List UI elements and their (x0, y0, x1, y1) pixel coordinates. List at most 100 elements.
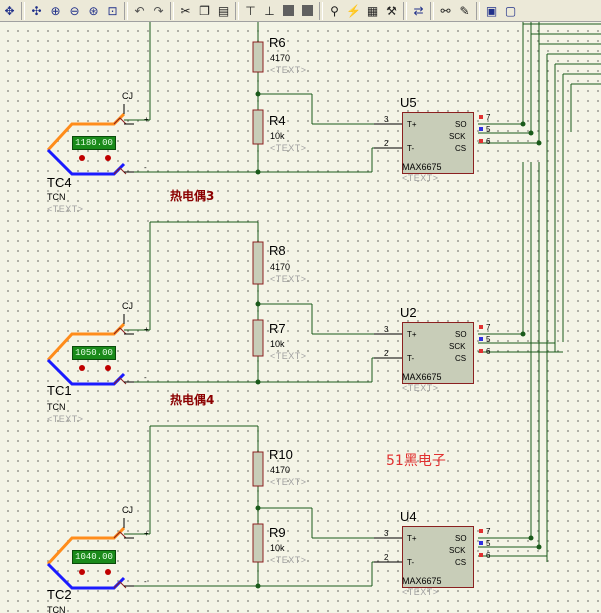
thermocouple-tc2-symbol[interactable] (46, 518, 134, 590)
thermocouple-type: TCN (47, 192, 66, 202)
pin-so: SO (455, 534, 467, 543)
resistor-ref: R4 (269, 113, 286, 128)
zoom-area-icon[interactable]: ⊡ (107, 3, 118, 18)
toolbar-separator (476, 1, 480, 20)
cut-icon[interactable]: ✂ (180, 3, 191, 18)
pin-number: 3 (384, 115, 389, 124)
resistor-value: 4170 (270, 262, 291, 272)
section-title: 热电偶3 (170, 189, 215, 203)
wire-autorouter-icon[interactable]: ⇄ (413, 3, 424, 18)
thermocouple-ref: TC4 (47, 175, 72, 190)
pin-number: 2 (384, 349, 389, 358)
temperature-display: 1050.00 (72, 346, 116, 360)
junction-dot (255, 583, 261, 589)
pin-number: 6 (486, 551, 491, 560)
zoom-out-icon[interactable]: ⊖ (69, 3, 80, 18)
thermocouple-tc4-symbol[interactable] (46, 104, 134, 176)
search-tag-icon[interactable]: ⚯ (440, 3, 451, 18)
junction-dot (536, 140, 542, 146)
thermocouple-type: TCN (47, 605, 66, 613)
toolbar-separator (235, 1, 239, 20)
resistor-body-r10[interactable] (252, 451, 264, 487)
pan-icon[interactable]: ✣ (31, 3, 42, 18)
toolbar: ✥ ✣ ⊕ ⊖ ⊛ ⊡ ↶ ↷ ✂ ❐ ▤ ⊤ ⊥ ⚲ ⚡ ▦ ⚒ ⇄ ⚯ ✎ … (0, 0, 601, 22)
pin-number: 7 (486, 323, 491, 332)
thermocouple-tc1-symbol[interactable] (46, 314, 134, 386)
junction-dot (255, 505, 261, 511)
pin-number: 3 (384, 529, 389, 538)
resistor-body-r7[interactable] (252, 319, 264, 357)
plus-pin-label: + (144, 529, 149, 538)
chip-ref: U4 (400, 509, 417, 524)
junction-dot (520, 331, 526, 337)
remove-sheet-icon[interactable]: ▢ (504, 3, 517, 18)
toolbar-separator (124, 1, 128, 20)
block-rotate-icon[interactable] (280, 2, 297, 20)
pin-tminus: T- (407, 144, 415, 153)
pin-so: SO (455, 330, 467, 339)
junction-dot (255, 301, 261, 307)
redo-icon[interactable]: ↷ (153, 3, 164, 18)
chip-body-u2[interactable]: T+ T- SO SCK CS (402, 322, 474, 384)
block-delete-icon[interactable] (299, 2, 316, 20)
copy-icon[interactable]: ❐ (199, 3, 210, 18)
zoom-all-icon[interactable]: ⊛ (88, 3, 99, 18)
section-title: 热电偶4 (170, 393, 215, 407)
toolbar-separator (170, 1, 174, 20)
chip-text: <TEXT> (402, 587, 439, 597)
new-sheet-icon[interactable]: ▣ (485, 3, 498, 18)
junction-dot (255, 91, 261, 97)
resistor-ref: R7 (269, 321, 286, 336)
resistor-text: <TEXT> (270, 143, 307, 153)
junction-dot (536, 544, 542, 550)
package-icon[interactable]: ▦ (366, 3, 379, 18)
resistor-body-r6[interactable] (252, 41, 264, 73)
block-move-icon[interactable]: ⊥ (264, 3, 275, 18)
minus-pin-label: - (144, 163, 147, 172)
thermocouple-ref: TC1 (47, 383, 72, 398)
pin-cs: CS (455, 558, 467, 567)
chip-text: <TEXT> (402, 173, 439, 183)
schematic-canvas[interactable]: R6 4170 <TEXT> R4 10k <TEXT> CJ + - 1180… (0, 22, 601, 613)
pin-number: 7 (486, 527, 491, 536)
pick-device-icon[interactable]: ⚲ (330, 3, 339, 18)
resistor-value: 4170 (270, 465, 291, 475)
thermocouple-type: TCN (47, 402, 66, 412)
pin-cs: CS (455, 354, 467, 363)
junction-dot (520, 121, 526, 127)
cold-junction-label: CJ (122, 505, 133, 515)
pin-sck: SCK (449, 546, 466, 555)
undo-icon[interactable]: ↶ (134, 3, 145, 18)
resistor-body-r4[interactable] (252, 109, 264, 145)
chip-ref: U2 (400, 305, 417, 320)
paste-icon[interactable]: ▤ (217, 3, 230, 18)
toolbar-separator (403, 1, 407, 20)
resistor-ref: R6 (269, 35, 286, 50)
wires-layer (46, 22, 601, 590)
resistor-body-r8[interactable] (252, 241, 264, 285)
toolbar-separator (319, 1, 323, 20)
resistor-value: 4170 (270, 53, 291, 63)
plus-pin-label: + (144, 115, 149, 124)
resistor-value: 10k (270, 339, 285, 349)
pin-number: 6 (486, 137, 491, 146)
toolbar-separator (21, 1, 25, 20)
plus-pin-label: + (144, 325, 149, 334)
decompose-icon[interactable]: ⚒ (386, 3, 397, 18)
resistor-value: 10k (270, 131, 285, 141)
pin-number: 2 (384, 553, 389, 562)
move-icon[interactable]: ✥ (4, 3, 15, 18)
chip-body-u4[interactable]: T+ T- SO SCK CS (402, 526, 474, 588)
property-tool-icon[interactable]: ✎ (459, 3, 470, 18)
resistor-ref: R8 (269, 243, 286, 258)
block-copy-icon[interactable]: ⊤ (245, 3, 256, 18)
chip-part: MAX6675 (402, 576, 442, 586)
chip-body-u5[interactable]: T+ T- SO SCK CS (402, 112, 474, 174)
pin-tplus: T+ (407, 534, 417, 543)
chip-ref: U5 (400, 95, 417, 110)
resistor-body-r9[interactable] (252, 523, 264, 563)
make-device-icon[interactable]: ⚡ (346, 3, 361, 18)
zoom-in-icon[interactable]: ⊕ (50, 3, 61, 18)
pin-tplus: T+ (407, 330, 417, 339)
pin-number: 5 (486, 539, 491, 548)
